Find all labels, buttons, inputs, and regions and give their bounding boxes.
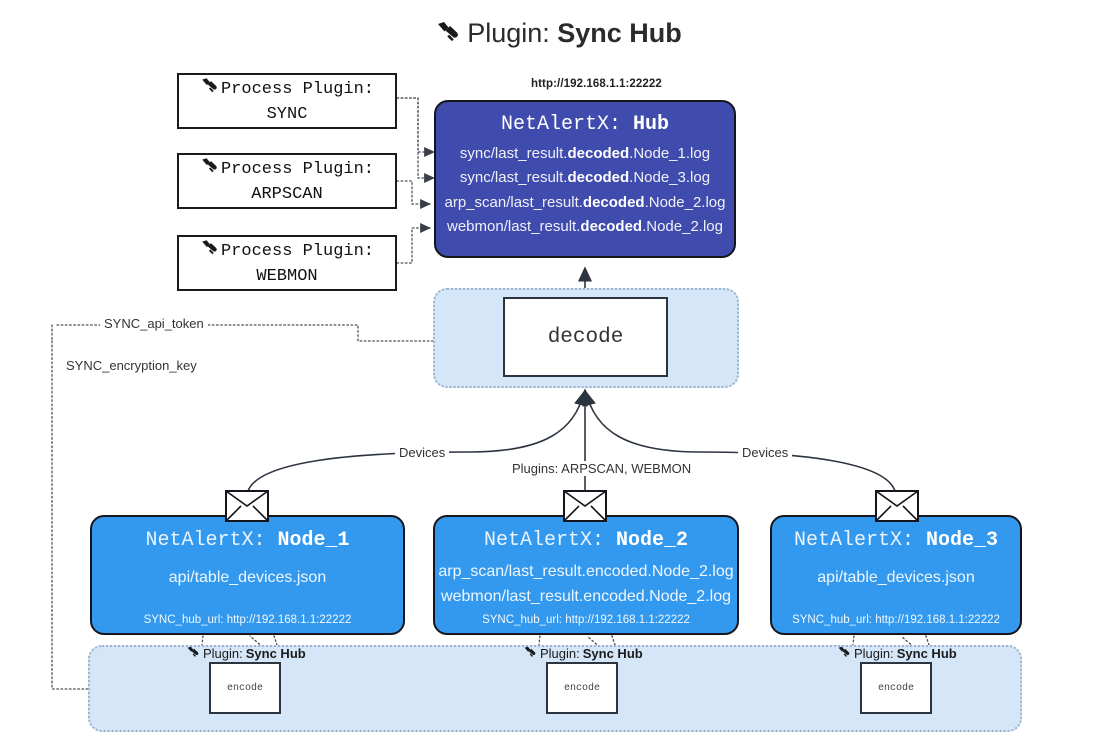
node-box-1[interactable]: NetAlertX: Node_1 api/table_devices.json… <box>90 515 405 635</box>
encoder-tag-name: Sync Hub <box>582 646 643 661</box>
node-title-name: Node_1 <box>277 529 350 552</box>
process-plugin-box-arpscan[interactable]: Process Plugin: ARPSCAN <box>177 153 397 209</box>
encoder-tag-prefix: Plugin: <box>854 646 894 661</box>
hub-log-line: arp_scan/last_result.decoded.Node_2.log <box>436 191 734 215</box>
log-mid: decoded <box>580 217 643 235</box>
process-plugin-label: Process Plugin: <box>220 241 375 261</box>
plug-icon <box>200 76 219 103</box>
node-title: NetAlertX: Node_2 <box>435 529 737 552</box>
hub-log-line: webmon/last_result.decoded.Node_2.log <box>436 215 734 239</box>
process-plugin-name: ARPSCAN <box>251 184 323 204</box>
plug-icon <box>837 645 851 662</box>
encoder-plugin-tag-3: Plugin: Sync Hub <box>837 645 957 662</box>
hub-title: NetAlertX: Hub <box>436 113 734 136</box>
plug-icon <box>435 19 461 52</box>
encoder-plugin-tag-2: Plugin: Sync Hub <box>523 645 643 662</box>
hub-title-name: Hub <box>633 113 670 136</box>
process-plugin-label: Process Plugin: <box>220 159 375 179</box>
encoder-tag-prefix: Plugin: <box>203 646 243 661</box>
encoder-plugin-tag-1: Plugin: Sync Hub <box>186 645 306 662</box>
secret-label-encryption-key: SYNC_encryption_key <box>62 358 201 373</box>
encoder-tag-prefix: Plugin: <box>540 646 580 661</box>
node-title-name: Node_3 <box>926 529 999 552</box>
encode-box-1[interactable]: encode <box>209 662 281 714</box>
secret-label-api-token: SYNC_api_token <box>100 316 208 331</box>
node-title-prefix: NetAlertX: <box>145 529 266 552</box>
log-pre: sync/last_result. <box>459 145 568 162</box>
process-plugin-label: Process Plugin: <box>220 79 375 99</box>
encode-label: encode <box>563 682 600 694</box>
log-post: .Node_3.log <box>629 169 711 187</box>
hub-log-line: sync/last_result.decoded.Node_1.log <box>436 142 734 166</box>
log-mid: decoded <box>567 169 630 187</box>
log-mid: decoded <box>567 145 630 162</box>
hub-log-list: sync/last_result.decoded.Node_1.log sync… <box>436 142 734 239</box>
encoder-tag-name: Sync Hub <box>896 646 957 661</box>
node-file: webmon/last_result.encoded.Node_2.log <box>441 587 731 605</box>
edge-label-devices-right: Devices <box>738 445 793 460</box>
node-title: NetAlertX: Node_1 <box>92 529 403 552</box>
hub-url-label: http://192.168.1.1:22222 <box>531 78 662 90</box>
process-plugin-name: WEBMON <box>256 266 318 286</box>
log-pre: webmon/last_result. <box>447 217 581 235</box>
node-file-list: api/table_devices.json <box>772 566 1020 591</box>
envelope-icon <box>563 490 607 527</box>
encode-box-3[interactable]: encode <box>860 662 932 714</box>
plug-icon <box>200 238 219 265</box>
decode-box[interactable]: decode <box>503 297 668 377</box>
node-file: api/table_devices.json <box>817 569 975 586</box>
node-file-list: api/table_devices.json <box>92 566 403 591</box>
page-title: Plugin: Sync Hub <box>0 18 1117 52</box>
log-mid: decoded <box>582 193 645 211</box>
node-file-list: arp_scan/last_result.encoded.Node_2.log … <box>435 560 737 610</box>
log-pre: arp_scan/last_result. <box>444 193 583 211</box>
plug-icon <box>523 645 537 662</box>
node-title: NetAlertX: Node_3 <box>772 529 1020 552</box>
encode-box-2[interactable]: encode <box>546 662 618 714</box>
process-plugin-box-webmon[interactable]: Process Plugin: WEBMON <box>177 235 397 291</box>
hub-box[interactable]: NetAlertX: Hub sync/last_result.decoded.… <box>434 100 736 258</box>
log-post: .Node_2.log <box>642 217 723 235</box>
title-name: Sync Hub <box>557 18 682 48</box>
decode-label: decode <box>547 325 624 349</box>
log-pre: sync/last_result. <box>459 169 568 187</box>
process-plugin-box-sync[interactable]: Process Plugin: SYNC <box>177 73 397 129</box>
node-title-prefix: NetAlertX: <box>793 529 914 552</box>
node-file: arp_scan/last_result.encoded.Node_2.log <box>438 563 734 580</box>
process-plugin-name: SYNC <box>266 104 308 124</box>
edge-label-plugins-center: Plugins: ARPSCAN, WEBMON <box>508 461 696 476</box>
node-hub-url: SYNC_hub_url: http://192.168.1.1:22222 <box>143 614 352 626</box>
node-box-3[interactable]: NetAlertX: Node_3 api/table_devices.json… <box>770 515 1022 635</box>
plug-icon <box>200 156 219 183</box>
encode-label: encode <box>877 682 914 694</box>
log-post: .Node_2.log <box>644 193 726 211</box>
node-title-prefix: NetAlertX: <box>483 529 604 552</box>
node-hub-url: SYNC_hub_url: http://192.168.1.1:22222 <box>792 614 1000 626</box>
hub-title-prefix: NetAlertX: <box>500 113 621 136</box>
plug-icon <box>186 645 200 662</box>
envelope-icon <box>875 490 919 527</box>
encode-label: encode <box>226 682 263 694</box>
node-box-2[interactable]: NetAlertX: Node_2 arp_scan/last_result.e… <box>433 515 739 635</box>
node-title-name: Node_2 <box>616 529 689 552</box>
envelope-icon <box>225 490 269 527</box>
encoder-tag-name: Sync Hub <box>245 646 306 661</box>
hub-log-line: sync/last_result.decoded.Node_3.log <box>436 166 734 190</box>
edge-label-devices-left: Devices <box>395 445 450 460</box>
log-post: .Node_1.log <box>629 145 711 162</box>
title-prefix: Plugin: <box>467 18 550 48</box>
node-hub-url: SYNC_hub_url: http://192.168.1.1:22222 <box>482 614 690 626</box>
node-file: api/table_devices.json <box>168 569 327 586</box>
